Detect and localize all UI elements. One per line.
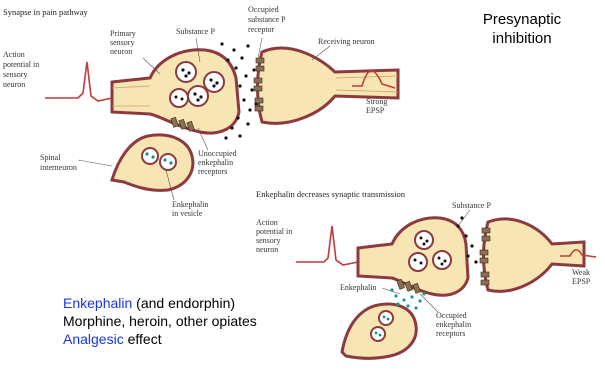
svg-text:Strong: Strong xyxy=(366,97,387,106)
bottom-receiving-neuron xyxy=(484,219,585,291)
notes-line-3: Analgesic effect xyxy=(63,330,257,348)
svg-text:Spinal: Spinal xyxy=(40,153,61,162)
svg-text:neuron: neuron xyxy=(110,47,132,56)
notes-block: Enkephalin (and endorphin) Morphine, her… xyxy=(63,294,257,348)
enkephalin-term: Enkephalin xyxy=(63,295,132,311)
vesicle xyxy=(204,72,224,92)
svg-text:enkephalin: enkephalin xyxy=(198,158,233,167)
svg-text:sensory: sensory xyxy=(110,38,134,47)
notes-line-2: Morphine, heroin, other opiates xyxy=(63,312,257,330)
enkephalin-vesicle xyxy=(160,154,176,170)
slide-heading: Presynaptic inhibition xyxy=(452,10,592,48)
vesicle xyxy=(170,89,188,107)
svg-text:Action: Action xyxy=(3,50,25,59)
top-substance-p-label: Substance P xyxy=(176,27,215,36)
occupied-substance-p-receptor-label: Occupied substance P receptor xyxy=(248,5,286,34)
svg-text:Action: Action xyxy=(256,218,278,227)
svg-text:enkephalin: enkephalin xyxy=(436,320,471,329)
enkephalin-vesicle xyxy=(371,327,385,341)
svg-text:EPSP: EPSP xyxy=(572,277,591,286)
svg-text:Enkephalin: Enkephalin xyxy=(172,200,208,209)
top-action-potential-label: Action potential in sensory neuron xyxy=(3,50,39,89)
svg-text:Primary: Primary xyxy=(110,29,136,38)
vesicle xyxy=(176,62,196,82)
svg-text:receptor: receptor xyxy=(248,25,275,34)
svg-text:in vesicle: in vesicle xyxy=(172,209,203,218)
top-action-potential-trace xyxy=(45,62,112,101)
svg-text:potential in: potential in xyxy=(256,227,292,236)
svg-text:interneuron: interneuron xyxy=(40,163,77,172)
svg-text:Weak: Weak xyxy=(572,268,590,277)
enkephalin-vesicle xyxy=(379,311,393,325)
svg-text:neuron: neuron xyxy=(3,80,25,89)
svg-text:Occupied: Occupied xyxy=(248,5,279,14)
bottom-substance-p-label: Substance P xyxy=(452,201,491,210)
vesicle xyxy=(415,231,433,249)
notes-line-1: Enkephalin (and endorphin) xyxy=(63,294,257,312)
svg-text:EPSP: EPSP xyxy=(366,106,385,115)
top-panel-title: Synapse in pain pathway xyxy=(3,7,88,17)
svg-text:substance P: substance P xyxy=(248,15,286,24)
bottom-action-potential-label: Action potential in sensory neuron xyxy=(256,218,292,254)
analgesic-term: Analgesic xyxy=(63,331,124,347)
bottom-panel-title: Enkephalin decreases synaptic transmissi… xyxy=(256,189,406,199)
vesicle xyxy=(433,251,451,269)
svg-text:potential in: potential in xyxy=(3,60,39,69)
strong-epsp-label: Strong EPSP xyxy=(366,97,387,115)
unoccupied-enkephalin-receptors-label: Unoccupied enkephalin receptors xyxy=(198,149,237,176)
receiving-neuron-label: Receiving neuron xyxy=(318,37,375,46)
bottom-enkephalin-label: Enkephalin xyxy=(340,283,376,292)
vesicle xyxy=(409,253,427,271)
heading-line-2: inhibition xyxy=(452,29,592,48)
weak-epsp-label: Weak EPSP xyxy=(572,268,591,286)
svg-text:sensory: sensory xyxy=(3,70,27,79)
svg-text:receptors: receptors xyxy=(436,329,465,338)
enkephalin-vesicle xyxy=(142,148,158,164)
primary-sensory-neuron-label: Primary sensory neuron xyxy=(110,29,136,56)
svg-text:receptors: receptors xyxy=(198,167,227,176)
occupied-enkephalin-receptors-label: Occupied enkephalin receptors xyxy=(436,311,471,338)
bottom-action-potential-trace xyxy=(296,226,358,265)
notes-line-3-rest: effect xyxy=(124,331,162,347)
svg-text:neuron: neuron xyxy=(256,245,278,254)
svg-text:Occupied: Occupied xyxy=(436,311,467,320)
notes-line-1-rest: (and endorphin) xyxy=(132,295,235,311)
enkephalin-in-vesicle-label: Enkephalin in vesicle xyxy=(172,200,208,218)
heading-line-1: Presynaptic xyxy=(452,10,592,29)
svg-text:Unoccupied: Unoccupied xyxy=(198,149,237,158)
spinal-interneuron-label: Spinal interneuron xyxy=(40,153,77,172)
svg-text:sensory: sensory xyxy=(256,236,280,245)
vesicle xyxy=(188,86,208,106)
